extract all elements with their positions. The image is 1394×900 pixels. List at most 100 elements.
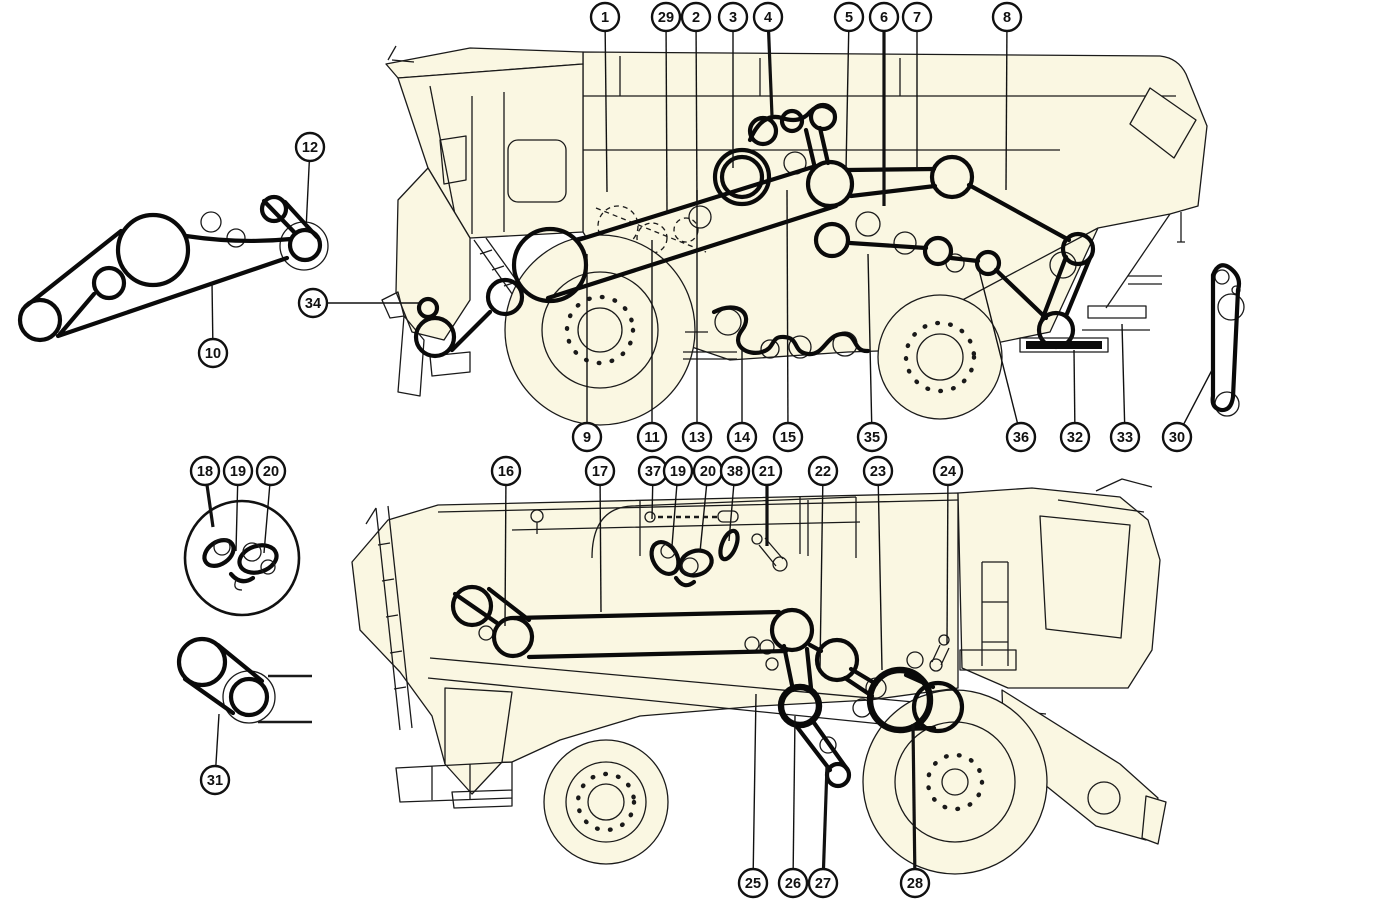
callout-leader bbox=[1121, 323, 1126, 438]
callout-number: 26 bbox=[785, 876, 801, 892]
callout-leader bbox=[877, 470, 883, 671]
rear-details bbox=[1082, 212, 1185, 331]
callout-12: 12 bbox=[294, 131, 326, 231]
callout-circle bbox=[650, 1, 682, 33]
handrail bbox=[536, 496, 857, 559]
callout-number: 4 bbox=[764, 10, 772, 26]
belt-26-pulley bbox=[777, 683, 823, 729]
belt-16-pulley bbox=[450, 584, 494, 628]
cab-ladder bbox=[473, 237, 533, 309]
small-parts bbox=[644, 510, 950, 672]
callout-number: 12 bbox=[302, 140, 318, 156]
shaft-lines bbox=[258, 674, 312, 724]
callout-25: 25 bbox=[737, 693, 769, 899]
callout-circle bbox=[833, 1, 865, 33]
callout-circle bbox=[222, 455, 254, 487]
callout-circle bbox=[255, 455, 287, 487]
body-panel-lines bbox=[583, 56, 1176, 331]
callout-36: 36 bbox=[977, 265, 1037, 453]
callout-number: 7 bbox=[913, 10, 921, 26]
item-21-link bbox=[751, 533, 788, 572]
body-panel-lines bbox=[427, 497, 1047, 737]
belt-28-pulley bbox=[866, 666, 934, 734]
callout-number: 13 bbox=[689, 430, 705, 446]
callout-leader bbox=[867, 253, 873, 438]
callout-20: 20 bbox=[255, 455, 287, 554]
callout-24: 24 bbox=[932, 455, 964, 645]
callout-number: 25 bbox=[745, 876, 761, 892]
callout-circle bbox=[772, 421, 804, 453]
callout-15: 15 bbox=[772, 189, 804, 453]
callout-21: 21 bbox=[751, 455, 783, 546]
callout-number: 20 bbox=[263, 464, 279, 480]
callout-circle bbox=[717, 1, 749, 33]
callout-number: 35 bbox=[864, 430, 880, 446]
callout-number: 23 bbox=[870, 464, 886, 480]
callout-9: 9 bbox=[571, 254, 603, 453]
callout-number: 18 bbox=[197, 464, 213, 480]
callout-leader bbox=[845, 16, 850, 171]
callout-number: 3 bbox=[729, 10, 737, 26]
belt-12-runs bbox=[261, 198, 320, 240]
callout-circle bbox=[901, 1, 933, 33]
belt-17-and-rear-runs bbox=[452, 586, 937, 773]
callout-circle bbox=[868, 1, 900, 33]
callout-4: 4 bbox=[752, 1, 784, 117]
callout-leader bbox=[977, 265, 1022, 438]
callout-26: 26 bbox=[777, 715, 809, 899]
callout-17: 17 bbox=[584, 455, 616, 613]
cab-frame-lines bbox=[471, 92, 505, 234]
callout-number: 36 bbox=[1013, 430, 1029, 446]
callout-7: 7 bbox=[901, 1, 933, 168]
detail-belt-10-12 bbox=[17, 194, 329, 343]
callout-circle bbox=[490, 455, 522, 487]
small-belt-38 bbox=[718, 528, 740, 562]
callout-circle bbox=[856, 421, 888, 453]
callout-number: 29 bbox=[658, 10, 674, 26]
callout-leader bbox=[946, 470, 949, 645]
callout-28: 28 bbox=[899, 723, 931, 899]
callout-circle bbox=[197, 337, 229, 369]
callout-circle bbox=[189, 455, 221, 487]
cab-ladder bbox=[981, 561, 1009, 666]
callout-number: 24 bbox=[940, 464, 956, 480]
callout-leader bbox=[819, 470, 824, 669]
callout-number: 33 bbox=[1117, 430, 1133, 446]
callout-number: 38 bbox=[727, 464, 743, 480]
callout-18: 18 bbox=[189, 455, 221, 528]
callout-circle bbox=[297, 287, 329, 319]
callout-30: 30 bbox=[1161, 369, 1213, 453]
callout-13: 13 bbox=[681, 190, 713, 453]
callout-circle bbox=[1109, 421, 1141, 453]
callout-leader bbox=[695, 16, 698, 205]
callout-circle bbox=[807, 455, 839, 487]
callout-circle bbox=[752, 1, 784, 33]
callout-38: 38 bbox=[719, 455, 751, 542]
belt-9-drive-pulley bbox=[511, 226, 589, 304]
front-wheel bbox=[543, 739, 669, 865]
lower-belt-squiggle bbox=[711, 305, 871, 357]
callout-circle bbox=[584, 455, 616, 487]
callout-circle bbox=[1005, 421, 1037, 453]
callout-number: 30 bbox=[1169, 430, 1185, 446]
callout-10: 10 bbox=[197, 281, 229, 369]
callout-14: 14 bbox=[726, 350, 758, 453]
callout-number: 8 bbox=[1003, 10, 1011, 26]
callout-number: 37 bbox=[645, 464, 661, 480]
belt-4-squiggle bbox=[747, 103, 837, 143]
item-32-slat bbox=[1026, 341, 1102, 349]
callout-number: 16 bbox=[498, 464, 514, 480]
callout-11: 11 bbox=[636, 240, 668, 453]
callout-leader bbox=[792, 715, 796, 884]
callout-leader bbox=[604, 16, 608, 193]
callout-16: 16 bbox=[490, 455, 522, 627]
feeder-house bbox=[395, 167, 471, 341]
windshield-line bbox=[429, 85, 459, 231]
callout-number: 28 bbox=[907, 876, 923, 892]
callout-number: 9 bbox=[583, 430, 591, 446]
small-belt-20 bbox=[678, 548, 714, 578]
callout-circle bbox=[589, 1, 621, 33]
